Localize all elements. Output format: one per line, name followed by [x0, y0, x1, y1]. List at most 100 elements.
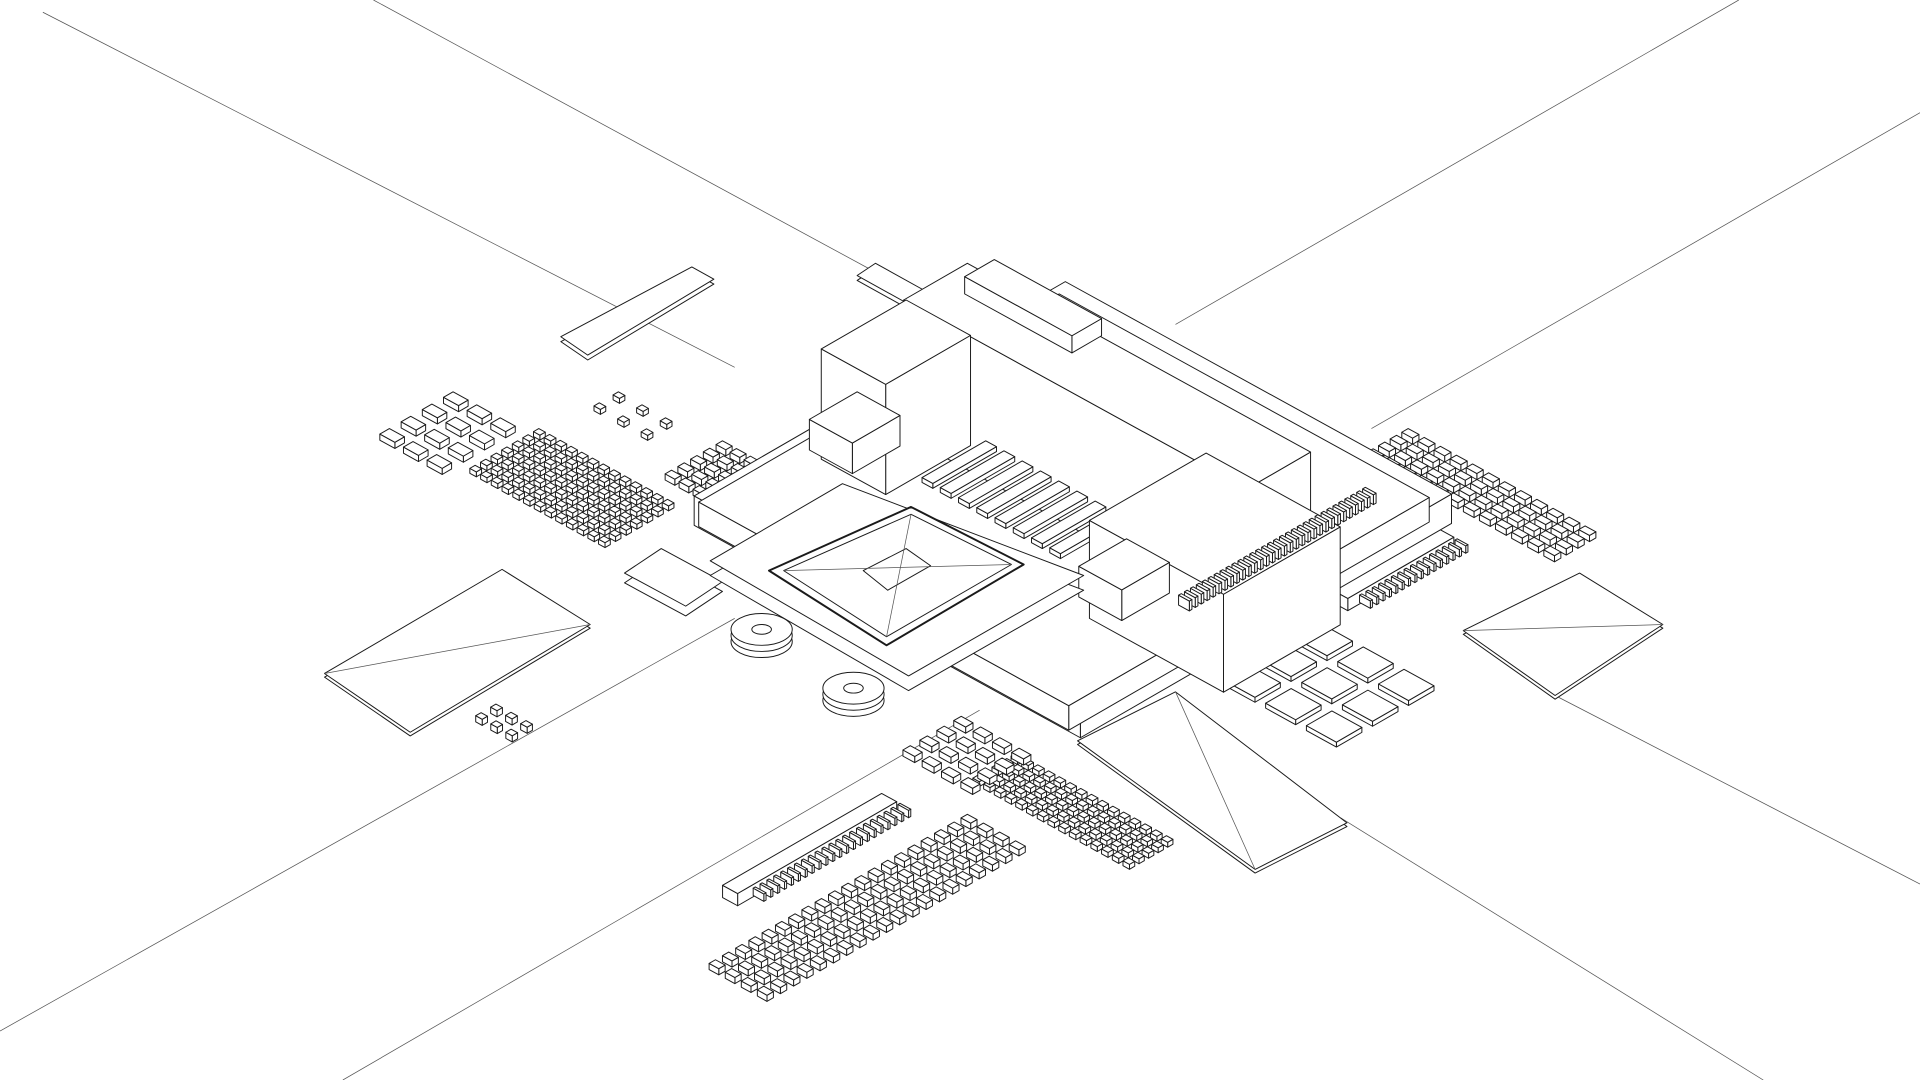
smd-component	[1045, 793, 1058, 801]
smd-component	[979, 839, 997, 850]
smd-component	[715, 440, 733, 451]
smd-component	[761, 928, 779, 939]
smd-component	[598, 535, 611, 544]
knob-center	[751, 624, 772, 635]
smd-component	[1502, 496, 1521, 508]
smd-component	[991, 737, 1013, 749]
contact-pin	[1290, 528, 1306, 537]
small-cube	[640, 428, 654, 436]
smd-component	[1513, 490, 1532, 501]
smd-component	[992, 831, 1010, 842]
front-roller	[1078, 538, 1170, 591]
smd-component	[907, 844, 925, 855]
ic-pin	[1397, 571, 1412, 580]
smd-component	[608, 481, 621, 490]
smd-component	[533, 428, 546, 436]
contact-pin	[1189, 586, 1205, 595]
smd-component	[756, 985, 774, 996]
smd-component	[953, 715, 974, 728]
smd-component	[716, 455, 734, 466]
smd-component	[533, 464, 547, 472]
large-pad	[1265, 688, 1322, 721]
small-cube	[612, 391, 626, 399]
contact-pin	[1356, 490, 1371, 499]
smd-component	[1067, 816, 1081, 824]
guide-line	[0, 618, 735, 1032]
ic-pin	[1378, 582, 1393, 591]
smd-component	[1426, 468, 1445, 479]
smd-component	[1378, 441, 1397, 453]
ic-pin	[1441, 545, 1456, 554]
smd-component	[575, 463, 589, 472]
ic-chip	[722, 792, 898, 895]
guide-line	[342, 709, 980, 1080]
smd-component	[501, 470, 515, 479]
ic-pin	[828, 842, 843, 851]
smd-component	[490, 452, 504, 461]
smd-component	[544, 470, 557, 478]
smd-component	[1078, 822, 1092, 830]
ic-pin	[773, 874, 788, 883]
smd-component	[947, 821, 965, 832]
smd-pad	[490, 417, 516, 433]
ic-pin	[1403, 567, 1418, 576]
smd-component	[1096, 799, 1110, 808]
chip-diagonal	[783, 564, 1012, 571]
smd-component	[1550, 523, 1569, 534]
smd-component	[1129, 828, 1143, 837]
ic-pin	[842, 834, 857, 843]
smd-component	[1405, 443, 1424, 455]
contact-pin	[1296, 524, 1312, 534]
smd-component	[1160, 835, 1174, 843]
smd-component	[501, 458, 515, 467]
smd-component	[543, 445, 557, 454]
smd-component	[938, 746, 959, 758]
smd-component	[543, 458, 557, 466]
smd-component	[1474, 494, 1493, 506]
smd-component	[846, 915, 864, 926]
contact-pin	[1231, 562, 1246, 571]
smd-pad	[402, 441, 429, 456]
smd-component	[543, 433, 557, 442]
smd-component	[565, 469, 579, 478]
smd-component	[576, 499, 590, 508]
smd-component	[873, 900, 891, 911]
guide-line	[1175, 0, 1739, 325]
smd-component	[1097, 811, 1111, 819]
ic-pin	[1435, 549, 1450, 558]
smd-component	[814, 898, 832, 908]
ic-pin	[814, 850, 829, 859]
smd-component	[1130, 840, 1144, 848]
smd-component	[870, 883, 888, 894]
smd-component	[1494, 519, 1514, 530]
smd-component	[857, 891, 875, 902]
contact-pin	[1219, 569, 1235, 578]
contact-slot	[939, 450, 1016, 494]
smd-component	[1107, 805, 1120, 814]
smd-component	[522, 494, 536, 502]
smd-component	[1486, 487, 1505, 499]
smd-component	[565, 493, 579, 502]
smd-component	[704, 462, 722, 473]
smd-component	[767, 961, 785, 972]
smd-component	[820, 930, 838, 941]
smd-component	[479, 458, 493, 467]
contact-slot	[1031, 500, 1107, 545]
smd-component	[1449, 454, 1468, 466]
smd-component	[619, 511, 632, 519]
smd-component	[958, 756, 979, 769]
small-cube	[475, 712, 488, 720]
smd-component	[1066, 804, 1080, 813]
smd-component	[1141, 846, 1155, 854]
smd-component	[1012, 775, 1026, 783]
smd-component	[1442, 476, 1461, 488]
knob-center	[843, 682, 864, 694]
smd-component	[886, 892, 904, 903]
ic-pin	[890, 806, 905, 815]
smd-component	[860, 908, 878, 918]
smd-component	[576, 523, 590, 532]
smd-component	[830, 906, 848, 917]
smd-component	[629, 493, 643, 501]
smd-component	[565, 481, 579, 490]
smd-component	[678, 477, 696, 488]
